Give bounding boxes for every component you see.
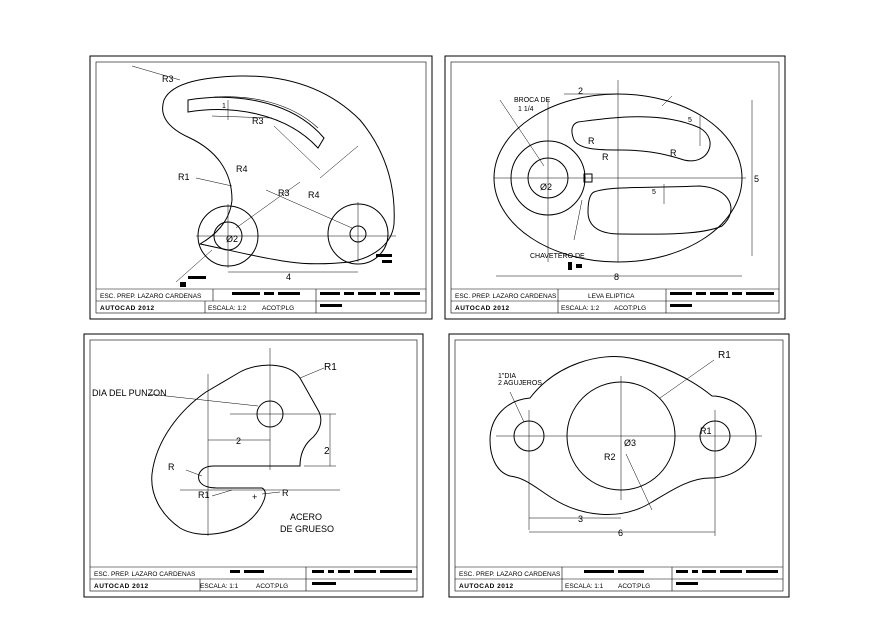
sheet-3-units: ACOT:PLG [256, 583, 288, 590]
sheet-3-outer-border [83, 333, 424, 598]
sheet-4-dim-w6: 6 [618, 528, 623, 538]
sheet-4-dim-w3: 3 [578, 514, 583, 524]
sheet-2-part: BROCA DE 1 1/4 2 R R R 5 5 Ø2 CHAVETERO … [493, 80, 759, 282]
sheet-4-dim-r-small: R1 [700, 426, 712, 436]
sheet-2-dim-r-c: R [670, 148, 677, 158]
sheet-2-school: ESC. PREP. LAZARO CARDENAS [455, 293, 557, 300]
sheet-3: ESC. PREP. LAZARO CARDENAS AUTOCAD 2012 … [83, 333, 424, 598]
sheet-3-dim-r-top: R1 [324, 362, 337, 373]
sheet-4-holes-1: 1"DIA [498, 373, 516, 380]
sheet-3-school: ESC. PREP. LAZARO CARDENAS [94, 571, 196, 578]
sheet-2-dim-height: 5 [754, 174, 759, 184]
sheet-1-dim-half: 1 [222, 103, 226, 110]
sheet-4-software: AUTOCAD 2012 [459, 583, 514, 590]
sheet-2-dim-h2: 5 [652, 189, 656, 196]
sheet-3-software: AUTOCAD 2012 [94, 583, 149, 590]
sheet-2-software: AUTOCAD 2012 [455, 305, 510, 312]
sheet-2-dim-width-top: 2 [578, 86, 583, 96]
sheet-1-software: AUTOCAD 2012 [100, 305, 155, 312]
sheet-3-dim-punzon: DIA DEL PUNZON [92, 388, 167, 398]
sheet-4-inner-border [454, 339, 784, 592]
sheet-3-inner-border [89, 339, 418, 592]
sheet-4-dim-r-top: R1 [718, 350, 731, 361]
sheet-2-dim-broca: BROCA DE [514, 97, 551, 104]
sheet-3-dim-r-a: R [168, 462, 175, 472]
sheet-4: ESC. PREP. LAZARO CARDENAS AUTOCAD 2012 … [448, 333, 790, 598]
sheet-1-dim-r3-top: R3 [162, 74, 174, 84]
sheet-2-dim-h1: 5 [688, 117, 692, 124]
sheet-2-scale: ESCALA: 1:2 [561, 305, 600, 312]
sheet-2-units: ACOT:PLG [614, 305, 646, 312]
sheet-3-dim-width: 2 [236, 436, 241, 446]
sheet-4-dim-r-big: R2 [604, 452, 616, 462]
sheet-2-dim-r-b: R [602, 152, 609, 162]
sheet-4-units: ACOT:PLG [618, 583, 650, 590]
sheet-3-dim-height: 2 [324, 446, 330, 457]
sheet-1-dim-r4: R4 [308, 190, 320, 200]
sheet-1: ESC. PREP. LAZARO CARDENAS AUTOCAD 2012 … [89, 55, 433, 320]
sheet-1-dim-r3-1-4: R3 [278, 188, 290, 198]
sheet-4-scale: ESCALA: 1:1 [565, 583, 604, 590]
sheet-2-inner-border [450, 61, 780, 314]
sheet-2-outer-border [444, 55, 786, 320]
sheet-1-dim-r1-3-8: R1 [178, 172, 190, 182]
sheet-1-dim-r4-3-8: R4 [236, 164, 248, 174]
sheet-4-dim-d-center: Ø3 [624, 438, 636, 448]
sheet-1-units: ACOT:PLG [262, 305, 294, 312]
sheet-1-scale: ESCALA: 1:2 [208, 305, 247, 312]
sheet-1-outer-border [89, 55, 433, 320]
sheet-2-dim-broca-size: 1 1/4 [518, 106, 534, 113]
sheet-3-dim-r-c: R [282, 488, 289, 498]
sheet-4-outer-border [448, 333, 790, 598]
sheet-1-part: R3 1 R3 R1 R4 R3 R4 Ø2 4 [131, 65, 396, 287]
sheet-1-dim-length: 4 [286, 272, 291, 282]
sheet-3-material-2: DE GRUESO [280, 524, 334, 534]
sheet-2: ESC. PREP. LAZARO CARDENAS LEVA ELIPTICA… [444, 55, 786, 320]
sheet-1-school: ESC. PREP. LAZARO CARDENAS [100, 293, 202, 300]
sheet-4-school: ESC. PREP. LAZARO CARDENAS [459, 571, 561, 578]
sheet-2-dim-diameter: Ø2 [540, 182, 552, 192]
sheet-3-material-1: ACERO [290, 512, 322, 522]
sheet-2-dim-chavetero: CHAVETERO DE [530, 253, 585, 260]
sheet-2-dim-width: 8 [614, 272, 619, 282]
sheet-4-part: 1"DIA 2 AGUJEROS R1 R1 Ø3 R2 3 6 [489, 350, 762, 538]
sheet-3-scale: ESCALA: 1:1 [200, 583, 239, 590]
sheet-1-dim-d2: Ø2 [226, 234, 238, 244]
sheet-1-inner-border [95, 61, 427, 314]
sheet-4-holes-2: 2 AGUJEROS [498, 380, 542, 387]
sheet-3-cross-mark: + [252, 492, 257, 502]
sheet-2-dim-r-a: R [588, 136, 595, 146]
sheet-2-title: LEVA ELIPTICA [588, 293, 635, 300]
sheet-3-part: DIA DEL PUNZON R1 2 2 R R1 R ACERO DE GR… [92, 348, 340, 536]
sheet-1-dim-r3-slot: R3 [252, 116, 264, 126]
sheet-3-dim-r-b: R1 [198, 490, 210, 500]
